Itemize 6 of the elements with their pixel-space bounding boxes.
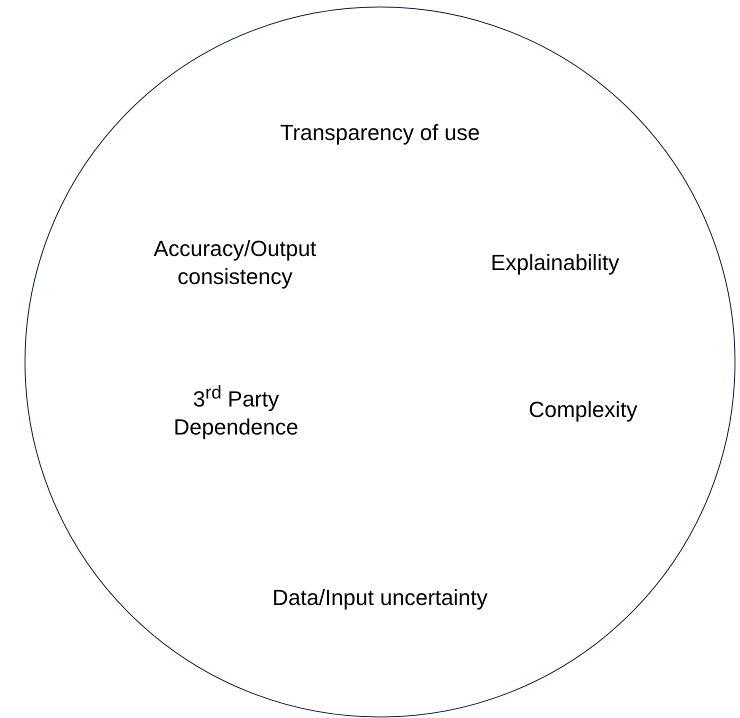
topic-label: Complexity [528,396,638,424]
topic-label: Accuracy/Output consistency [152,235,318,291]
topic-label: Data/Input uncertainty [272,584,488,612]
topic-label: 3$^{rd}$ Party Dependence [172,380,300,442]
topic-label: Explainability [490,249,620,277]
topic-label: Transparency of use [280,119,480,147]
